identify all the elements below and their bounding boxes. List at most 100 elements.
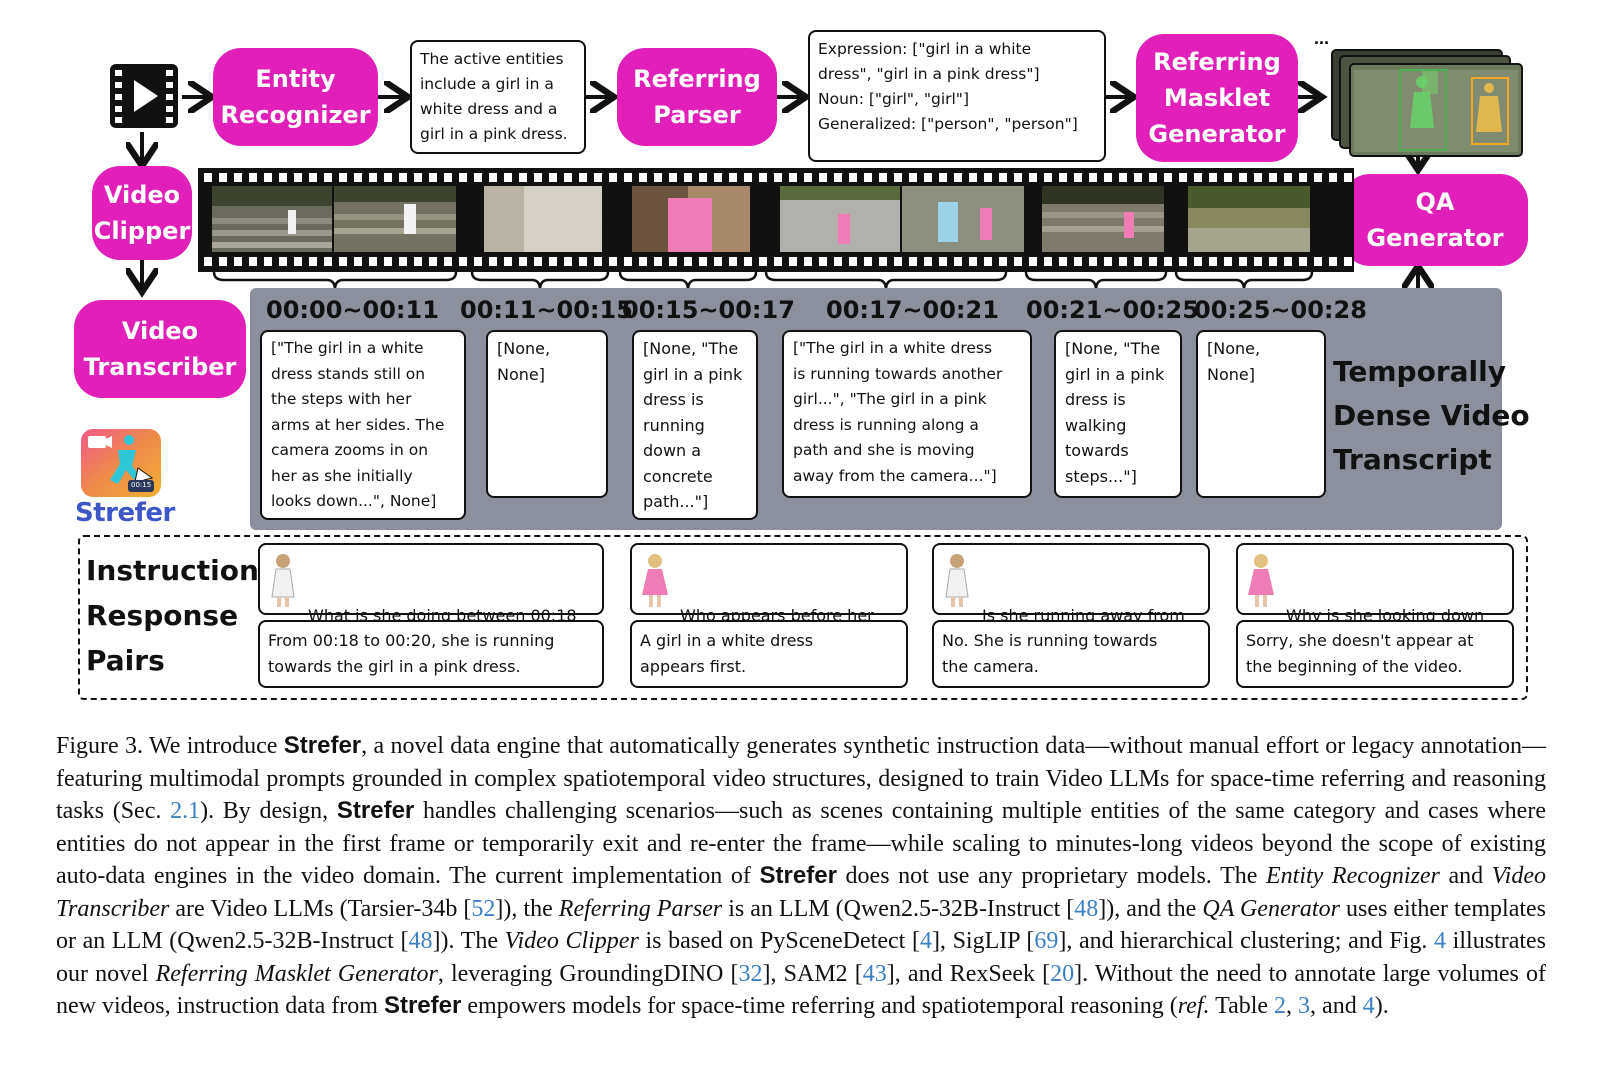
referring-parser-label: Referring Parser: [633, 65, 761, 129]
caption-text: ], SAM2 [: [762, 960, 863, 987]
video-clipper-label: Video Clipper: [93, 181, 191, 245]
caption-text: empowers models for space-time referring…: [461, 993, 1178, 1019]
caption-text: , and: [1310, 993, 1363, 1019]
segment-time-1: 00:11~00:15: [460, 296, 633, 324]
caption-italic: Entity Recognizer: [1266, 863, 1440, 889]
figure-ref-link[interactable]: 4: [1434, 928, 1447, 954]
caption-text: ,: [1286, 993, 1299, 1019]
video-transcriber-label: Video Transcriber: [83, 317, 237, 381]
strefer-logo-timestamp: 00:15: [131, 481, 152, 489]
question-box-3: Why is she looking down at 00:02 in the …: [1236, 543, 1514, 651]
citation-link[interactable]: 69: [1034, 928, 1059, 954]
film-strip: [198, 168, 1354, 272]
question-box-1: Who appears before her in the video?: [630, 543, 908, 651]
qa-region: [78, 535, 1528, 700]
segment-text-5: [None, None]: [1196, 330, 1326, 498]
caption-text: ). By design,: [200, 798, 337, 824]
caption-italic: ref.: [1177, 993, 1210, 1019]
girl-white-dress-icon: [271, 554, 295, 607]
citation-link[interactable]: 4: [919, 928, 932, 954]
caption-text: ]), the: [495, 895, 559, 922]
answer-box-2: No. She is running towards the camera.: [932, 620, 1210, 688]
caption-text: ]). The: [432, 928, 505, 954]
segment-time-0: 00:00~00:11: [266, 296, 439, 324]
masklet-ellipsis: ...: [1314, 28, 1330, 48]
qa-title: Instruction Response Pairs: [86, 554, 259, 677]
masklet-frames-image: [1331, 49, 1523, 157]
citation-link[interactable]: 48: [1074, 895, 1099, 922]
caption-text: , a novel data engine that automatically…: [56, 733, 1546, 824]
masklet-generator-label: Referring Masklet Generator: [1148, 48, 1286, 148]
table-ref-link[interactable]: 2: [1274, 993, 1287, 1019]
caption-text: ]), and the: [1098, 895, 1203, 922]
segment-text-2: [None, "The girl in a pink dress is runn…: [632, 330, 758, 520]
question-box-2: Is she running away from the camera?: [932, 543, 1210, 651]
answer-box-1: A girl in a white dress appears first.: [630, 620, 908, 688]
citation-link[interactable]: 32: [738, 960, 763, 987]
caption-text: ], SigLIP [: [931, 928, 1035, 954]
question-box-0: What is she doing between 00:18 and 00:2…: [258, 543, 604, 651]
answer-box-0: From 00:18 to 00:20, she is running towa…: [258, 620, 604, 688]
strefer-logo-icon: [81, 429, 161, 497]
qa-generator-node: QA Generator: [1342, 174, 1528, 266]
referring-parser-node: Referring Parser: [617, 48, 777, 146]
caption-text: ]. Without the need to annotate large vo…: [56, 960, 1546, 1020]
caption-text: ).: [1374, 993, 1389, 1019]
segment-time-2: 00:15~00:17: [622, 296, 795, 324]
strefer-name: Strefer: [759, 862, 837, 889]
caption-italic: Video Transcriber: [56, 863, 1546, 922]
caption-text: uses either templates or an LLM (Qwen2.5…: [56, 895, 1547, 955]
segment-time-5: 00:25~00:28: [1194, 296, 1367, 324]
strefer-name: Strefer: [283, 732, 362, 759]
girl-pink-dress-icon: [642, 554, 668, 607]
caption-text: does not use any proprietary models. The: [836, 863, 1266, 889]
answer-box-3: Sorry, she doesn't appear at the beginni…: [1236, 620, 1514, 688]
figure-caption: Figure 3. We introduce Strefer, a novel …: [56, 730, 1546, 1023]
caption-text: are Video LLMs (Tarsier-34b [: [169, 895, 472, 922]
caption-text: is an LLM (Qwen2.5-32B-Instruct [: [722, 895, 1075, 922]
strefer-name: Strefer: [336, 797, 415, 824]
caption-text: is based on PySceneDetect [: [638, 928, 920, 954]
segment-text-3: ["The girl in a white dress is running t…: [782, 330, 1032, 498]
caption-text: ], and RexSeek [: [886, 960, 1051, 987]
video-transcriber-node: Video Transcriber: [74, 300, 246, 398]
segment-time-4: 00:21~00:25: [1026, 296, 1199, 324]
segment-text-4: [None, "The girl in a pink dress is walk…: [1054, 330, 1182, 498]
caption-italic: QA Generator: [1202, 895, 1340, 922]
girl-white-dress-icon: [945, 554, 969, 607]
strefer-logo-label: Strefer: [75, 498, 175, 528]
citation-link[interactable]: 52: [471, 895, 496, 922]
entity-recognizer-node: Entity Recognizer: [213, 48, 378, 146]
section-ref-link[interactable]: 2.1: [170, 798, 201, 824]
segment-time-3: 00:17~00:21: [826, 296, 999, 324]
citation-link[interactable]: 43: [862, 960, 887, 987]
qa-generator-label: QA Generator: [1366, 188, 1504, 252]
table-ref-link[interactable]: 4: [1362, 993, 1375, 1019]
parser-output-box: Expression: ["girl in a white dress", "g…: [808, 30, 1106, 162]
caption-text: , leveraging GroundingDINO [: [437, 960, 739, 987]
caption-text: handles challenging scenarios—such as sc…: [56, 798, 1546, 889]
caption-italic: Video Clipper: [504, 928, 639, 954]
caption-text: illustrates our novel: [56, 928, 1547, 987]
caption-text: We introduce: [143, 733, 284, 759]
segment-text-1: [None, None]: [486, 330, 608, 498]
video-icon: [110, 64, 178, 128]
transcript-title: Temporally Dense Video Transcript: [1333, 355, 1530, 476]
caption-text: Table: [1209, 993, 1275, 1019]
strefer-name: Strefer: [383, 992, 462, 1019]
table-ref-link[interactable]: 3: [1298, 993, 1311, 1019]
caption-text: and: [1439, 863, 1492, 889]
entity-recognizer-label: Entity Recognizer: [220, 65, 371, 129]
girl-pink-dress-icon: [1248, 554, 1274, 607]
segment-text-0: ["The girl in a white dress stands still…: [260, 330, 466, 520]
citation-link[interactable]: 48: [408, 928, 433, 954]
caption-fig-label: Figure 3.: [56, 733, 144, 759]
entity-output-box: The active entities include a girl in a …: [410, 40, 586, 154]
film-gap-dots-2: ..: [606, 202, 618, 224]
masklet-generator-node: Referring Masklet Generator: [1136, 34, 1298, 162]
caption-italic: Referring Parser: [558, 895, 723, 922]
caption-italic: Referring Masklet Generator: [155, 960, 438, 987]
citation-link[interactable]: 20: [1050, 960, 1075, 987]
film-gap-dots-1: ..: [458, 202, 470, 224]
video-clipper-node: Video Clipper: [92, 166, 192, 260]
